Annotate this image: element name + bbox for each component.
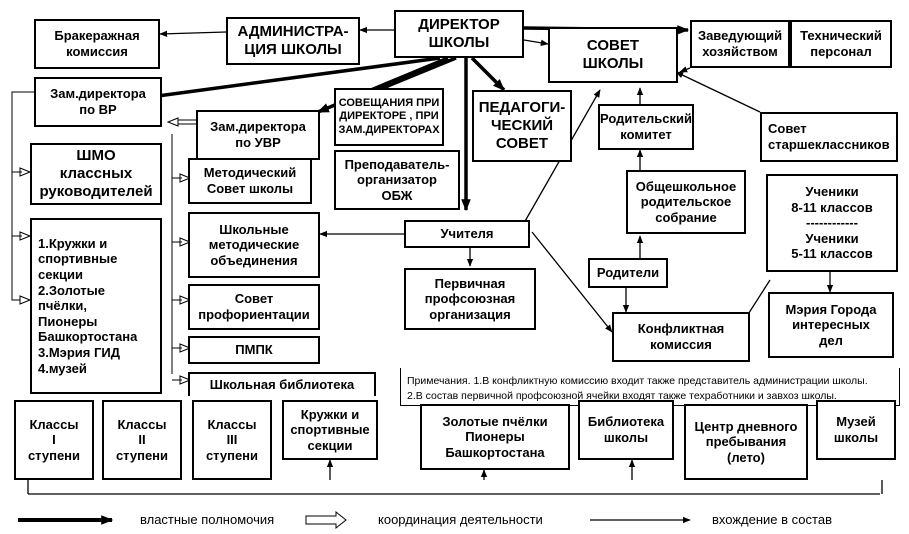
- students-groups: Ученики 8-11 классов ------------ Ученик…: [766, 174, 898, 272]
- coordination-arrows: [11, 91, 196, 385]
- grade-1-classes: Классы I ступени: [14, 400, 94, 480]
- school-administration: АДМИНИСТРА- ЦИЯ ШКОЛЫ: [226, 17, 360, 65]
- facilities-manager: Заведующий хозяйством: [690, 20, 790, 68]
- school-library: Библиотека школы: [578, 400, 674, 460]
- career-guidance-council: Совет профориентации: [188, 284, 320, 330]
- legend-coordination: координация деятельности: [378, 512, 543, 527]
- directors-meetings: СОВЕЩАНИЯ ПРИ ДИРЕКТОРЕ , ПРИ ЗАМ.ДИРЕКТ…: [334, 88, 444, 146]
- deputy-director-educational-work: Зам.директора по ВР: [34, 77, 162, 127]
- school-library-top: Школьная библиотека: [188, 372, 376, 396]
- pedagogical-council: ПЕДАГОГИ- ЧЕСКИЙ СОВЕТ: [472, 90, 572, 162]
- power-arrows: [126, 25, 690, 212]
- school-methodical-associations: Школьные методические объединения: [188, 212, 320, 278]
- clubs-list: 1.Кружки и спортивные секции 2.Золотые п…: [30, 218, 162, 394]
- membership-arrows: [27, 26, 883, 495]
- conflict-commission: Конфликтная комиссия: [612, 312, 750, 362]
- life-safety-teacher-organizer: Преподаватель- организатор ОБЖ: [334, 150, 460, 210]
- school-director: ДИРЕКТОР ШКОЛЫ: [394, 10, 524, 58]
- school-methodical-council: Методический Совет школы: [188, 158, 312, 204]
- parents-committee: Родительский комитет: [598, 104, 694, 150]
- technical-staff: Технический персонал: [790, 20, 892, 68]
- grade-3-classes: Классы III ступени: [192, 400, 272, 480]
- day-care-center: Центр дневного пребывания (лето): [684, 404, 808, 480]
- teachers: Учителя: [404, 220, 530, 248]
- legend-samples: [18, 510, 691, 530]
- school-council: СОВЕТ ШКОЛЫ: [548, 27, 678, 83]
- city-interesting-things-mayoralty: Мэрия Города интересных дел: [768, 292, 894, 358]
- pmpk: ПМПК: [188, 336, 320, 364]
- senior-students-council: Совет старшеклассников: [760, 112, 898, 162]
- parents: Родители: [588, 258, 668, 288]
- school-museum: Музей школы: [816, 400, 896, 460]
- brakerazh-commission: Бракеражная комиссия: [34, 19, 160, 69]
- general-parents-meeting: Общешкольное родительское собрание: [626, 170, 746, 234]
- golden-bees-pioneers: Золотые пчёлки Пионеры Башкортостана: [420, 404, 570, 470]
- deputy-director-academic-work: Зам.директора по УВР: [196, 110, 320, 160]
- legend-membership: вхождение в состав: [712, 512, 832, 527]
- notes: Примечания. 1.В конфликтную комиссию вхо…: [400, 368, 900, 406]
- class-teachers-association: ШМО классных руководителей: [30, 143, 162, 205]
- primary-trade-union: Первичная профсоюзная организация: [404, 268, 536, 330]
- grade-2-classes: Классы II ступени: [102, 400, 182, 480]
- clubs-and-sports: Кружки и спортивные секции: [282, 400, 378, 460]
- legend-power: властные полномочия: [140, 512, 275, 527]
